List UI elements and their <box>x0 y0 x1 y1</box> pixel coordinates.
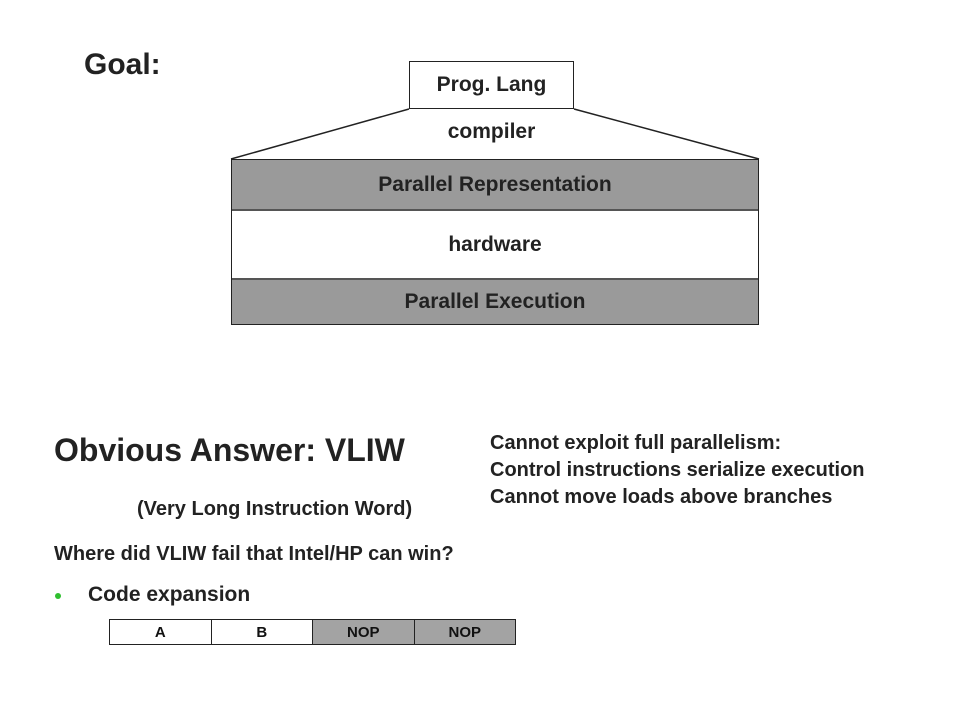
instruction-slot: B <box>211 620 313 644</box>
layer-parallel-representation: Parallel Representation <box>232 160 758 211</box>
instruction-slot-nop: NOP <box>313 620 415 644</box>
note-line: Cannot exploit full parallelism: <box>490 432 782 454</box>
compiler-label: compiler <box>447 120 536 143</box>
layer-parallel-execution: Parallel Execution <box>232 280 758 324</box>
bullet-dot-icon <box>55 593 61 599</box>
limitations-notes: Cannot exploit full parallelism: Control… <box>490 430 865 511</box>
layer-stack: Parallel Representation hardware Paralle… <box>231 159 759 325</box>
question-text: Where did VLIW fail that Intel/HP can wi… <box>54 543 454 565</box>
goal-heading: Goal: <box>84 48 161 81</box>
instruction-slot: A <box>110 620 212 644</box>
prog-lang-box: Prog. Lang <box>409 61 574 109</box>
bullet-item: Code expansion <box>88 583 251 606</box>
instruction-word: A B NOP NOP <box>109 619 516 645</box>
instruction-slot-nop: NOP <box>414 620 515 644</box>
layer-hardware: hardware <box>232 211 758 280</box>
answer-subtitle: (Very Long Instruction Word) <box>137 498 413 520</box>
note-line: Cannot move loads above branches <box>490 486 833 508</box>
note-line: Control instructions serialize execution <box>490 459 865 481</box>
answer-title: Obvious Answer: VLIW <box>54 432 405 468</box>
